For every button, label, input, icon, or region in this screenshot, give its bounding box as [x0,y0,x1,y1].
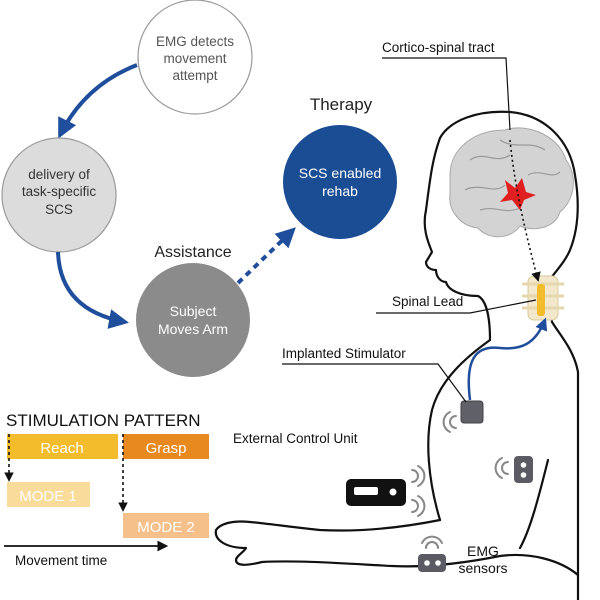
spinal-column [522,275,564,321]
upper-arm-wireless-icon [494,457,509,479]
therapy-node: SCS enabled rehab [283,125,397,239]
delivery-node-line1: delivery of [28,167,90,182]
mode1-bar [7,482,90,507]
subject-node-line2: Moves Arm [158,321,228,337]
brain-target-star [500,178,536,210]
stimulation-title: STIMULATION PATTERN [6,411,201,430]
spinal-lead-electrode [537,284,545,316]
therapy-node-line1: SCS enabled [299,165,382,181]
external-control-unit-icon [346,479,406,506]
spinal-lead-leader [376,299,537,314]
arrow-subject-to-therapy [236,227,296,285]
control-unit-wireless-icon [411,465,426,517]
arrow-delivery-to-subject [56,251,129,329]
grasp-label: Grasp [146,440,187,457]
subject-node-line1: Subject [170,303,217,319]
stimulator-wireless-icon [442,411,457,433]
assistance-label: Assistance [154,244,231,261]
movement-time-label: Movement time [15,553,107,568]
delivery-node: delivery of task-specific SCS [1,137,117,253]
external-control-unit-label: External Control Unit [233,431,358,446]
mode2-label: MODE 2 [137,519,195,536]
reach-bar [7,434,118,459]
mode1-label: MODE 1 [19,488,77,505]
emg-sensors-label-line2: sensors [458,560,507,576]
delivery-node-line3: SCS [45,202,73,217]
mode2-bar [123,513,209,538]
delivery-node-line2: task-specific [22,184,97,199]
corticospinal-leader [382,57,511,131]
emg-node-line3: attempt [172,68,217,83]
subject-node: Subject Moves Arm [136,263,250,377]
spinal-lead-label: Spinal Lead [392,294,463,309]
lead-wire [467,317,548,401]
implanted-stimulator-label: Implanted Stimulator [282,346,406,361]
body-silhouette [214,110,580,600]
therapy-node-line2: rehab [322,183,358,199]
emg-node-line2: movement [163,51,226,66]
implanted-stimulator-icon [460,400,484,424]
corticospinal-label: Cortico-spinal tract [382,40,495,55]
implanted-stimulator-leader [282,363,467,403]
therapy-label: Therapy [310,95,373,114]
brain-illustration [449,127,574,238]
grasp-bar [123,434,209,459]
emg-sensor-upper-arm [514,456,533,483]
emg-sensor-forearm [418,554,446,572]
emg-sensors-label-line1: EMG [467,543,499,559]
forearm-wireless-icon [421,535,443,549]
emg-node-line1: EMG detects [156,34,234,49]
emg-node: EMG detects movement attempt [137,0,253,115]
arrow-emg-to-delivery [58,63,138,139]
reach-label: Reach [40,440,83,457]
